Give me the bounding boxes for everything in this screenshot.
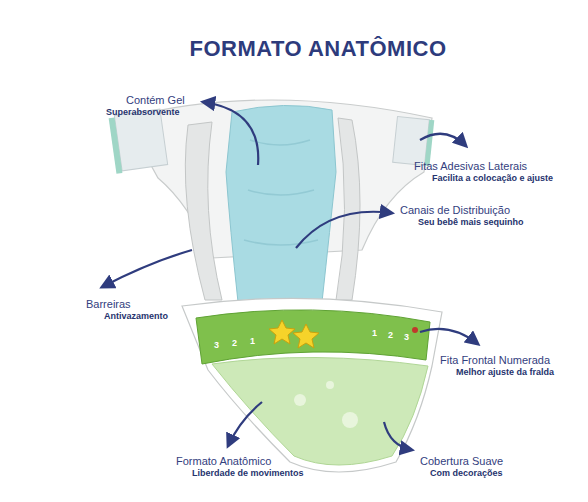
tape-number: 2: [388, 330, 393, 340]
callout-heading: Contém Gel: [126, 94, 185, 107]
leader-arrow: [203, 102, 258, 165]
tape-number: 2: [232, 338, 237, 348]
star: [269, 320, 295, 344]
front-panel: [182, 298, 442, 472]
leader-arrow: [420, 329, 478, 344]
absorbent-core: [226, 105, 336, 302]
right-barrier: [336, 118, 360, 300]
star: [293, 324, 319, 348]
callout-heading: Canais de Distribuição: [400, 204, 510, 217]
leader-arrow: [228, 402, 262, 446]
tape-number: 3: [404, 332, 409, 342]
distribution-channels: [244, 140, 318, 245]
callout-heading: Barreiras: [86, 298, 131, 311]
left-tape: [109, 109, 168, 174]
frontal-tape: [196, 310, 430, 364]
soft-cover: [212, 357, 428, 465]
leader-arrow: [420, 134, 466, 146]
title: FORMATO ANATÔMICO: [190, 36, 447, 61]
callout-heading: Cobertura Suave: [420, 455, 503, 468]
tape-number: 3: [214, 340, 219, 350]
callout-heading: Formato Anatômico: [176, 455, 271, 468]
callout-heading: Fitas Adesivas Laterais: [414, 160, 527, 173]
callout-subheading: Superabsorvente: [106, 107, 180, 117]
tape-number: 1: [250, 336, 255, 346]
ladybug: [412, 327, 418, 333]
leader-arrow: [102, 250, 192, 287]
callout-heading: Fita Frontal Numerada: [440, 354, 550, 367]
callout-subheading: Antivazamento: [104, 311, 168, 321]
callout-subheading: Seu bebê mais sequinho: [418, 217, 524, 227]
callout-subheading: Liberdade de movimentos: [192, 468, 304, 478]
leader-arrow: [384, 422, 412, 450]
callout-subheading: Melhor ajuste da fralda: [456, 367, 554, 377]
tape-number: 1: [372, 328, 377, 338]
callout-subheading: Com decorações: [430, 468, 503, 478]
leader-arrow: [296, 212, 392, 248]
right-tape: [393, 116, 435, 166]
callout-subheading: Facilita a colocação e ajuste: [432, 173, 553, 183]
left-barrier: [185, 122, 222, 300]
leader-arrows: [102, 102, 478, 450]
